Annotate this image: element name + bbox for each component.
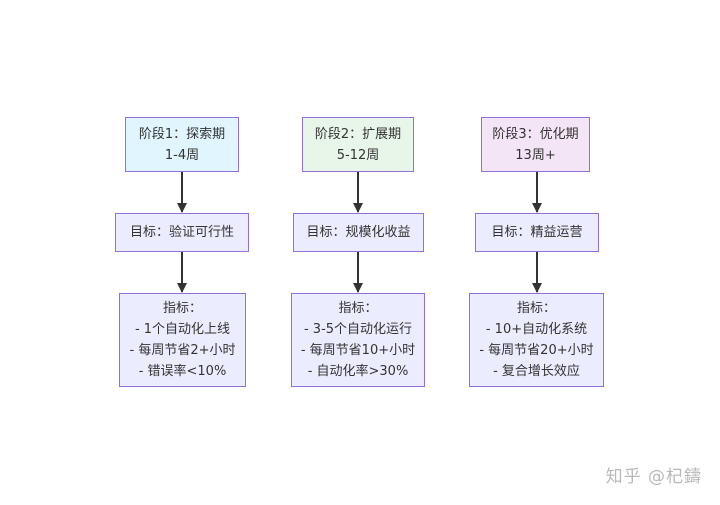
goal-3-node: 目标：精益运营 [475,213,599,252]
stage-3-duration: 13周+ [515,147,556,163]
stage-3-node: 阶段3：优化期 13周+ [481,117,590,172]
metrics-3-item-2: - 每周节省20+小时 [479,343,594,358]
metrics-2-node: 指标： - 3-5个自动化运行 - 每周节省10+小时 - 自动化率>30% [291,293,425,387]
stage-2-title: 阶段2：扩展期 [314,126,402,142]
metrics-2-item-3: - 自动化率>30% [307,364,409,379]
goal-2-label: 目标：规模化收益 [306,225,411,240]
watermark-text: 知乎 @杞鑄 [605,467,702,487]
metrics-1-heading: 指标： [162,301,202,316]
goal-2-node: 目标：规模化收益 [293,213,424,252]
stage-1-duration: 1-4周 [164,147,200,163]
stage-2-node: 阶段2：扩展期 5-12周 [302,117,414,172]
stage-2-duration: 5-12周 [336,147,380,163]
metrics-1-item-3: - 错误率<10% [138,364,227,379]
metrics-1-item-1: - 1个自动化上线 [134,322,231,337]
stage-1-node: 阶段1：探索期 1-4周 [125,117,239,172]
metrics-2-heading: 指标： [338,301,378,316]
stage-3-title: 阶段3：优化期 [492,126,579,142]
goal-1-node: 目标：验证可行性 [115,213,249,252]
metrics-3-item-3: - 复合增长效应 [493,364,580,379]
metrics-2-item-1: - 3-5个自动化运行 [303,322,413,337]
metrics-3-item-1: - 10+自动化系统 [485,322,588,337]
metrics-3-heading: 指标： [516,301,556,316]
metrics-2-item-2: - 每周节省10+小时 [300,343,416,358]
goal-3-label: 目标：精益运营 [491,225,583,240]
metrics-1-node: 指标： - 1个自动化上线 - 每周节省2+小时 - 错误率<10% [119,293,246,387]
metrics-3-node: 指标： - 10+自动化系统 - 每周节省20+小时 - 复合增长效应 [469,293,604,387]
stage-1-title: 阶段1：探索期 [138,126,226,142]
metrics-1-item-2: - 每周节省2+小时 [129,343,236,358]
goal-1-label: 目标：验证可行性 [129,225,234,240]
